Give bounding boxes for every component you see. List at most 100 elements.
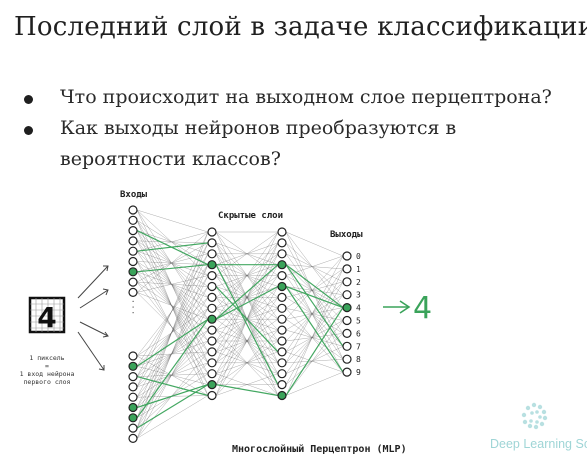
hidden-neuron: [207, 249, 217, 259]
connection: [215, 373, 279, 396]
input-digit-image-icon: 4: [28, 296, 66, 334]
connection: [285, 242, 344, 347]
highlighted-connection: [285, 307, 344, 396]
highlighted-connection: [136, 384, 209, 409]
output-digit-label: 5: [356, 317, 361, 326]
hidden-neuron: [207, 325, 217, 335]
connection: [215, 231, 279, 363]
hidden-neuron: [207, 369, 217, 379]
hidden-neuron: [277, 358, 287, 368]
input-neuron: [128, 392, 138, 402]
input-neuron: [128, 205, 138, 215]
connection: [285, 264, 344, 373]
input-neuron: [128, 433, 138, 443]
highlighted-connection: [285, 285, 344, 309]
connection: [285, 281, 344, 385]
mlp-diagram: Входы Скрытые слои Выходы 4 1 пиксель = …: [20, 190, 432, 455]
output-digit-label: 7: [356, 342, 361, 351]
hidden-neuron: [277, 292, 287, 303]
output-neuron: [342, 290, 352, 300]
connection: [136, 340, 209, 367]
result-arrow-icon: [383, 300, 411, 314]
connection: [136, 362, 209, 388]
output-neuron: [342, 328, 352, 338]
connection: [136, 281, 209, 287]
network-edges: [136, 209, 344, 439]
bullet-list: Что происходит на выходном слое перцептр…: [24, 82, 584, 175]
bullet-dot-icon: [24, 95, 33, 104]
connection: [285, 319, 344, 360]
connection: [285, 346, 344, 374]
connection: [285, 286, 344, 347]
connection: [285, 308, 344, 373]
hidden-neuron: [207, 227, 217, 237]
connection: [215, 231, 279, 320]
output-digit-label: 0: [356, 252, 361, 261]
connection: [136, 275, 209, 293]
watermark-text: Deep Learning School: [490, 437, 587, 451]
connection: [136, 240, 209, 244]
hidden-neuron: [277, 336, 287, 346]
highlighted-connection: [136, 264, 209, 273]
input-neuron: [128, 423, 138, 433]
hidden-layers-label: Скрытые слои: [218, 211, 283, 221]
connection: [136, 366, 209, 385]
highlighted-connection: [215, 286, 279, 353]
connection: [285, 281, 344, 342]
connection: [285, 231, 344, 257]
connection: [285, 307, 344, 320]
input-neuron: [128, 382, 138, 392]
connection: [136, 264, 209, 439]
hidden-neuron: [207, 292, 217, 303]
hidden-neuron: [277, 270, 287, 281]
highlighted-connection: [215, 264, 279, 320]
highlighted-connection: [136, 376, 209, 397]
output-neuron: [342, 354, 352, 364]
output-digit-label: 2: [356, 278, 361, 287]
connection: [136, 253, 209, 273]
connection: [285, 242, 344, 295]
highlighted-connection: [136, 242, 209, 252]
connection: [285, 255, 344, 320]
input-neuron: [128, 372, 138, 382]
highlighted-connection: [285, 286, 344, 373]
connection: [285, 371, 344, 396]
input-arrows: [77, 265, 109, 371]
connection: [285, 281, 344, 298]
connection: [285, 275, 344, 308]
input-neuron: [128, 413, 138, 423]
output-neuron: [342, 367, 352, 377]
input-neuron: [128, 402, 138, 413]
connection: [285, 307, 344, 363]
connection: [285, 255, 344, 363]
connection: [136, 231, 209, 252]
highlighted-connection: [136, 318, 209, 367]
connection: [136, 231, 209, 387]
output-digit-label: 6: [356, 329, 361, 338]
connection: [215, 286, 279, 396]
bullet-text: Что происходит на выходном слое перцептр…: [60, 86, 552, 108]
connection: [285, 308, 344, 321]
highlighted-connection: [136, 318, 209, 419]
predicted-class: 4: [413, 291, 432, 326]
bullet-item: Что происходит на выходном слое перцептр…: [24, 82, 584, 113]
connection: [136, 308, 209, 439]
network-nodes: [128, 205, 352, 443]
connection: [136, 351, 209, 439]
outputs-label: Выходы: [330, 230, 363, 240]
connection: [136, 373, 209, 377]
connection: [285, 231, 344, 360]
highlighted-connection: [215, 285, 279, 320]
output-digit-label: 3: [356, 291, 361, 300]
input-neuron: [128, 361, 138, 371]
input-neuron: [128, 225, 138, 236]
connection: [136, 251, 209, 320]
connection: [285, 333, 344, 342]
input-neuron: [128, 236, 138, 246]
hidden-neuron: [207, 314, 217, 324]
hidden-neuron: [207, 390, 217, 401]
connection: [285, 268, 344, 309]
connection: [215, 231, 279, 276]
hidden-neuron: [277, 281, 287, 292]
pixel-note: 1 пиксель = 1 вход нейрона первого слоя: [20, 354, 75, 386]
